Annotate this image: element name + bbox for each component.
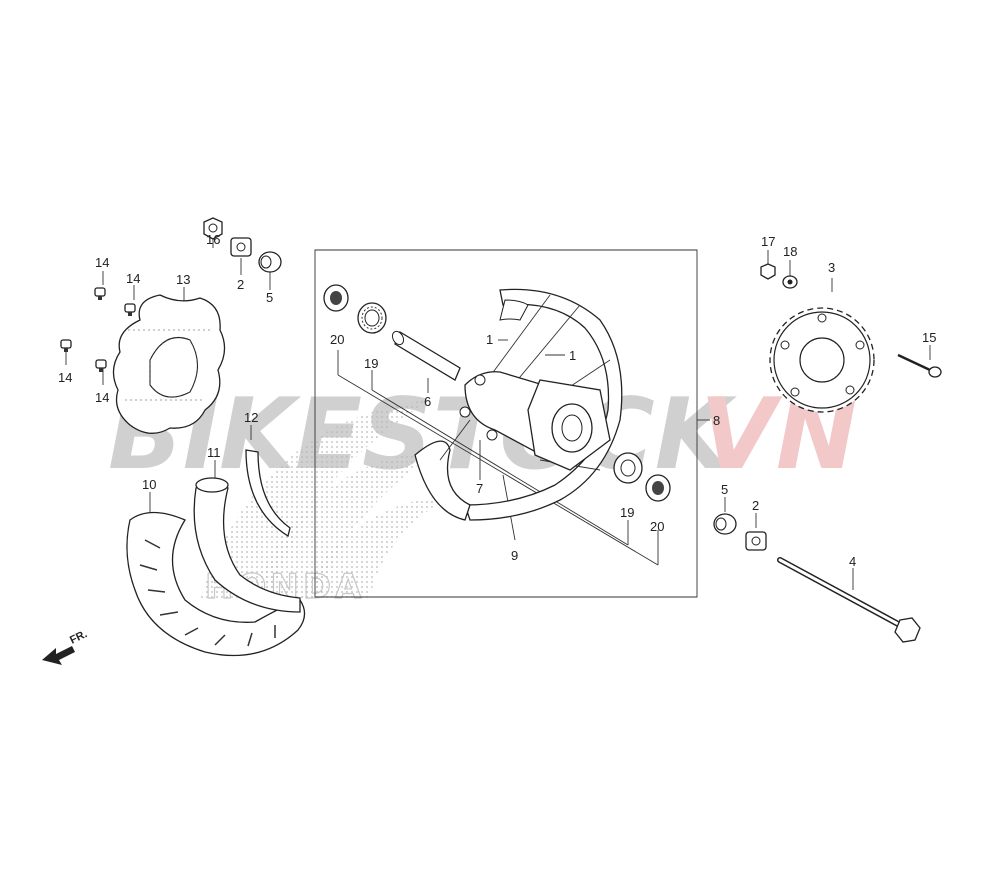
side-collar-top [258,251,282,273]
part-label-15: 15 [922,330,936,345]
part-label-20a: 20 [330,332,344,347]
part-label-19a: 19 [364,356,378,371]
disc-bolts [60,287,136,372]
part-label-2b: 2 [752,498,759,513]
part-label-4: 4 [849,554,856,569]
part-labels: 1 1 2 2 3 4 5 5 6 7 8 9 10 11 12 13 14 1… [58,232,936,569]
sprocket-washer [782,275,798,289]
part-label-1b: 1 [569,348,576,363]
part-label-13: 13 [176,272,190,287]
part-label-6: 6 [424,394,431,409]
wheel-hub [439,294,611,471]
part-label-1a: 1 [486,332,493,347]
side-collar-bottom [713,513,737,535]
wheel-rim [414,288,623,521]
part-label-14b: 14 [126,271,140,286]
distance-collar [391,330,461,381]
front-direction-indicator: FR. [42,628,89,665]
part-label-5b: 5 [721,482,728,497]
sprocket-nut [760,263,776,280]
tire [126,511,306,657]
adjuster-collar-top [230,237,252,257]
part-label-2a: 2 [237,277,244,292]
part-label-10: 10 [142,477,156,492]
bearing-left-inner [357,302,387,334]
bearing-left-outer [323,284,349,312]
part-label-16: 16 [206,232,220,247]
part-label-19b: 19 [620,505,634,520]
part-label-3: 3 [828,260,835,275]
part-label-18: 18 [783,244,797,259]
part-label-11: 11 [207,445,221,460]
brake-disc [112,294,226,434]
part-label-5a: 5 [266,290,273,305]
part-label-14a: 14 [95,255,109,270]
inner-tube [193,477,301,613]
assembly-bracket [314,249,698,598]
part-label-20b: 20 [650,519,664,534]
rim-band [245,449,291,538]
rear-axle [777,557,921,643]
part-label-17: 17 [761,234,775,249]
part-label-14c: 14 [58,370,72,385]
part-label-7: 7 [476,481,483,496]
drive-sprocket [769,307,875,413]
adjuster-collar-bottom [745,531,767,551]
bearing-right-outer [645,474,671,502]
sprocket-bolt [897,353,942,378]
bearing-right-inner [613,452,643,484]
part-label-12: 12 [244,410,258,425]
part-label-14d: 14 [95,390,109,405]
part-label-8: 8 [713,413,720,428]
direction-label: FR. [68,628,89,647]
part-label-9: 9 [511,548,518,563]
axle-nut [203,217,223,240]
